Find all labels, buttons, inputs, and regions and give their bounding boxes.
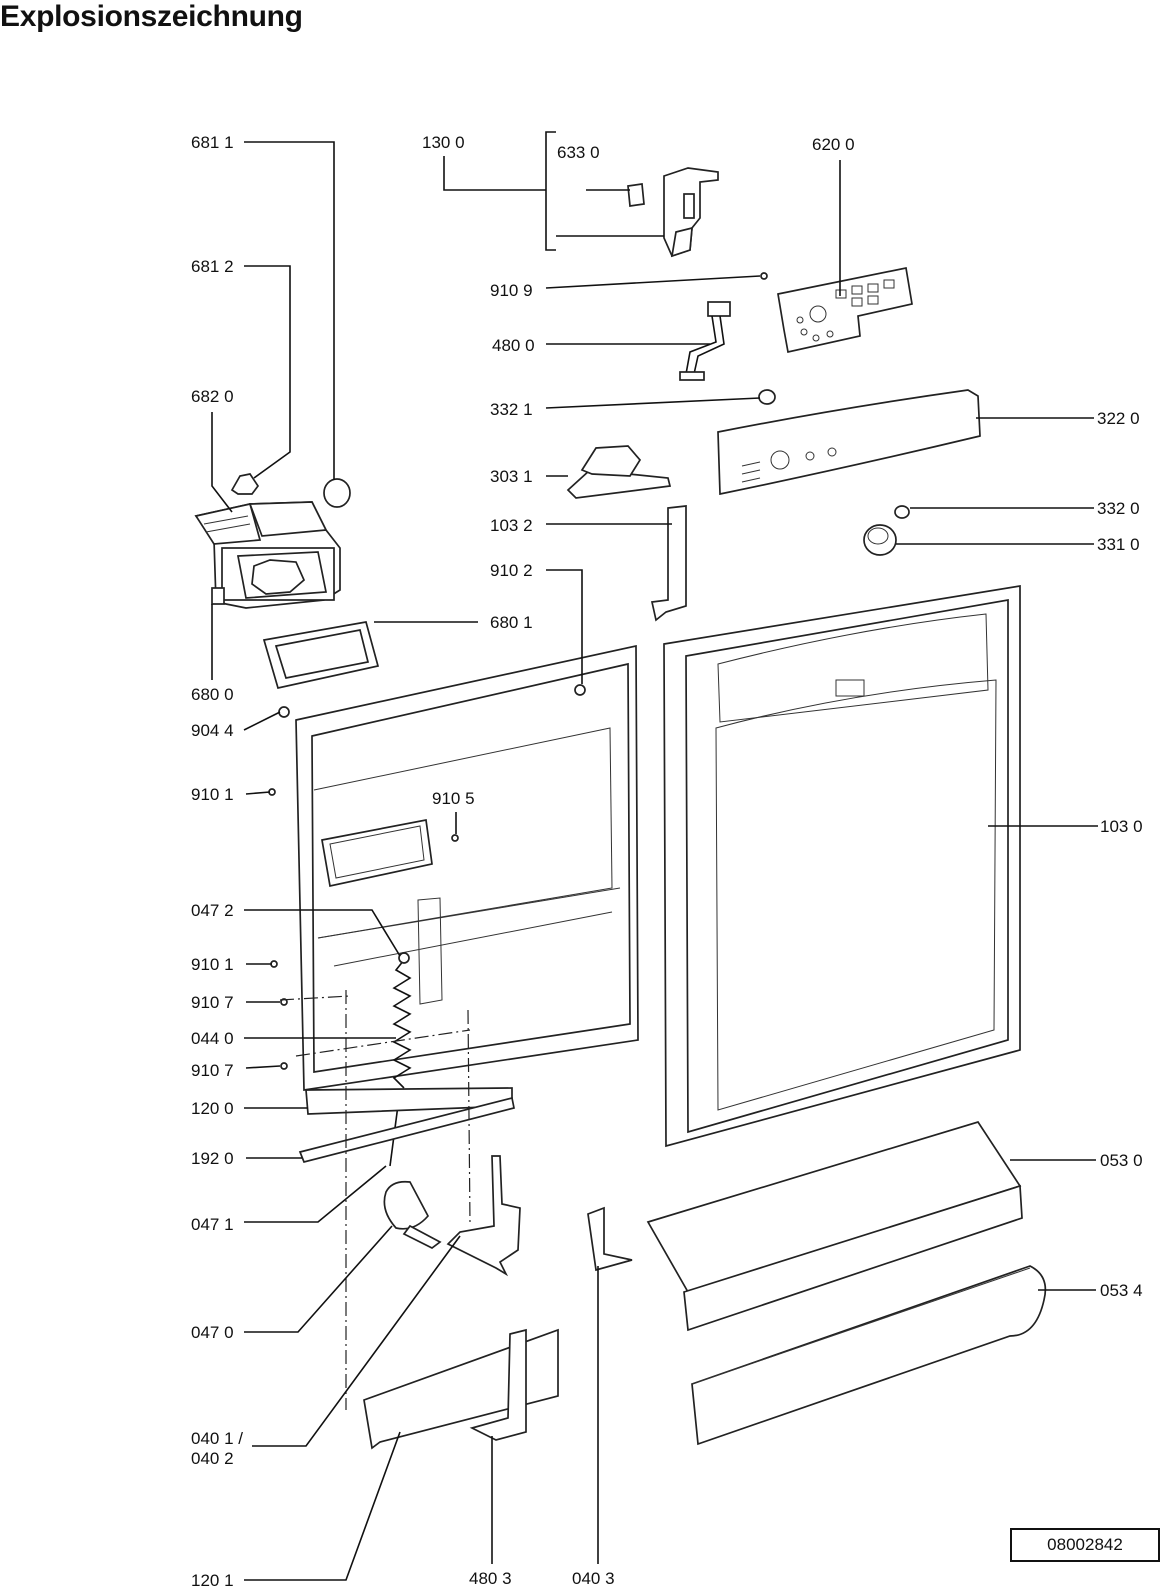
label-1200: 120 0 (191, 1099, 234, 1118)
part-6811-cap (323, 478, 351, 508)
centerline (467, 1009, 471, 1225)
part-0530-toekick (646, 1121, 1023, 1332)
part-3320-knob-ring (894, 505, 910, 519)
label-0530: 053 0 (1100, 1151, 1143, 1170)
label-9107b: 910 7 (191, 1061, 234, 1080)
part-1032-bracket (650, 505, 687, 622)
part-3220-control-panel (717, 389, 981, 496)
part-3031-handle (566, 445, 672, 499)
page-title: Explosionszeichnung (0, 0, 303, 33)
part-6812-clip (230, 473, 260, 495)
label-0534: 053 4 (1100, 1281, 1143, 1300)
label-9102: 910 2 (490, 561, 533, 580)
label-3320: 332 0 (1097, 499, 1140, 518)
label-9101b: 910 1 (191, 955, 234, 974)
label-6800: 680 0 (191, 685, 234, 704)
label-0470: 047 0 (191, 1323, 234, 1342)
part-hinge (383, 1180, 442, 1249)
part-inner-door (295, 644, 639, 1091)
label-6200: 620 0 (812, 135, 855, 154)
part-0401-bracket (446, 1155, 521, 1277)
part-9107a-screw (280, 998, 288, 1006)
label-6812: 681 2 (191, 257, 234, 276)
part-4803-bracket (469, 1328, 527, 1441)
document-number-box: 08002842 (1010, 1528, 1160, 1562)
label-6811: 681 1 (191, 133, 234, 152)
label-0401: 040 1 / (191, 1429, 243, 1448)
part-3321-button (758, 389, 776, 405)
part-0403-bracket (587, 1206, 633, 1272)
label-0402: 040 2 (191, 1449, 234, 1468)
part-3310-knob (863, 524, 897, 556)
part-9105-screw (451, 834, 459, 842)
part-dispenser (194, 501, 341, 609)
label-1920: 192 0 (191, 1149, 234, 1168)
label-1030: 103 0 (1100, 817, 1143, 836)
label-6820: 682 0 (191, 387, 234, 406)
centerline (295, 1029, 471, 1057)
label-0403: 040 3 (572, 1569, 615, 1588)
label-9105: 910 5 (432, 789, 475, 808)
part-4800-harness (679, 301, 731, 381)
label-9044: 904 4 (191, 721, 234, 740)
part-0534-trim (691, 1265, 1047, 1446)
label-3220: 322 0 (1097, 409, 1140, 428)
label-3310: 331 0 (1097, 535, 1140, 554)
part-9107b-screw (280, 1062, 288, 1070)
label-3031: 303 1 (490, 467, 533, 486)
label-3321: 332 1 (490, 400, 533, 419)
label-6801: 680 1 (490, 613, 533, 632)
label-4803: 480 3 (469, 1569, 512, 1588)
label-0472: 047 2 (191, 901, 234, 920)
leader-lines (211, 131, 1098, 1581)
part-9044-screw (278, 706, 290, 718)
label-0440: 044 0 (191, 1029, 234, 1048)
part-6200-control-board (777, 266, 913, 354)
part-1201-plate (363, 1328, 559, 1450)
label-1300: 130 0 (422, 133, 465, 152)
label-9109: 910 9 (490, 281, 533, 300)
centerline (279, 995, 351, 1001)
part-6801-gasket (262, 621, 380, 690)
label-1201: 120 1 (191, 1571, 234, 1590)
label-4800: 480 0 (492, 336, 535, 355)
label-9107a: 910 7 (191, 993, 234, 1012)
label-6330: 633 0 (557, 143, 600, 162)
label-1032: 103 2 (490, 516, 533, 535)
label-9101a: 910 1 (191, 785, 234, 804)
part-door-lock (627, 167, 719, 258)
part-9109-screw (760, 272, 768, 280)
part-1030-outer-door (663, 585, 1021, 1148)
label-0471: 047 1 (191, 1215, 234, 1234)
part-1920-seal (298, 1096, 515, 1164)
